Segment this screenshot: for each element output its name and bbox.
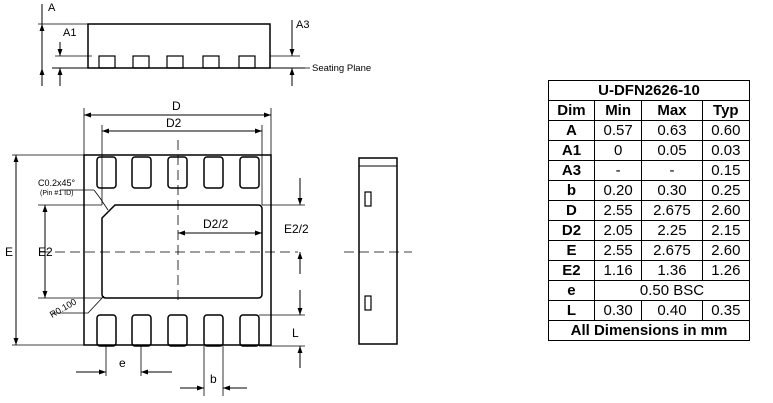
bottom-leads <box>96 314 260 347</box>
dim-cell: A <box>548 120 595 141</box>
dimension-table: U-DFN2626-10 Dim Min Max Typ A 0.57 0.63… <box>548 80 751 341</box>
dim-cell: E <box>548 240 595 261</box>
table-row: E 2.55 2.675 2.60 <box>548 240 751 261</box>
min-cell: 1.16 <box>593 260 643 281</box>
table-row: E2 1.16 1.36 1.26 <box>548 260 751 281</box>
max-cell: 0.30 <box>641 180 703 201</box>
typ-cell: 0.60 <box>701 120 751 141</box>
label-d2-half: D2/2 <box>203 217 229 231</box>
max-cell: 2.675 <box>641 200 703 221</box>
label-lead-width: b <box>210 372 217 386</box>
header-typ: Typ <box>701 100 751 121</box>
min-cell: 0 <box>593 140 643 161</box>
max-cell: 0.05 <box>641 140 703 161</box>
label-d: D <box>172 99 181 113</box>
typ-cell: 0.35 <box>701 300 751 321</box>
header-dim: Dim <box>548 100 595 121</box>
label-pitch: e <box>119 356 126 370</box>
table-row: A3 - - 0.15 <box>548 160 751 181</box>
max-cell: - <box>641 160 703 181</box>
label-a1: A1 <box>63 27 76 39</box>
max-cell: 2.25 <box>641 220 703 241</box>
header-min: Min <box>593 100 643 121</box>
label-d2: D2 <box>166 116 182 130</box>
table-row: A1 0 0.05 0.03 <box>548 140 751 161</box>
bottom-view <box>12 108 305 396</box>
min-cell: 2.05 <box>593 220 643 241</box>
dim-cell: D <box>548 200 595 221</box>
table-row: D 2.55 2.675 2.60 <box>548 200 751 221</box>
typ-cell: 0.25 <box>701 180 751 201</box>
table-header-row: Dim Min Max Typ <box>548 100 751 121</box>
typ-cell: 2.60 <box>701 200 751 221</box>
max-cell: 0.63 <box>641 120 703 141</box>
typ-cell: 2.15 <box>701 220 751 241</box>
min-cell: 0.20 <box>593 180 643 201</box>
label-seating-plane: Seating Plane <box>312 63 371 74</box>
label-radius: R0.100 <box>48 297 78 320</box>
table-footer: All Dimensions in mm <box>548 320 750 341</box>
label-pin1: (Pin #1 ID) <box>40 190 73 197</box>
radius-leader <box>52 295 105 314</box>
min-cell: 0.30 <box>593 300 643 321</box>
label-lead-length: L <box>292 326 299 340</box>
typ-cell: 0.15 <box>701 160 751 181</box>
label-a3: A3 <box>296 19 309 31</box>
side-view <box>38 4 310 86</box>
dim-cell: A1 <box>548 140 595 161</box>
table-row: b 0.20 0.30 0.25 <box>548 180 751 201</box>
side-view-leads <box>98 55 256 69</box>
table-row: A 0.57 0.63 0.60 <box>548 120 751 141</box>
package-body-outline <box>83 154 272 346</box>
min-cell: - <box>593 160 643 181</box>
typ-cell: 2.60 <box>701 240 751 261</box>
label-chamfer: C0.2x45° <box>38 178 76 188</box>
chamfer-leader <box>93 189 109 211</box>
end-view <box>344 157 412 345</box>
dim-cell: b <box>548 180 595 201</box>
table-row: e 0.50 BSC <box>548 280 751 301</box>
dim-cell: E2 <box>548 260 595 281</box>
typ-cell: 1.26 <box>701 260 751 281</box>
label-a: A <box>48 2 56 14</box>
dim-cell: e <box>548 280 595 301</box>
label-e2-half: E2/2 <box>284 222 309 236</box>
max-cell: 1.36 <box>641 260 703 281</box>
top-leads <box>96 156 260 189</box>
table-title: U-DFN2626-10 <box>548 80 750 101</box>
dim-cell: L <box>548 300 595 321</box>
table-row: D2 2.05 2.25 2.15 <box>548 220 751 241</box>
min-cell: 0.57 <box>593 120 643 141</box>
span-cell: 0.50 BSC <box>593 280 751 301</box>
table-row: L 0.30 0.40 0.35 <box>548 300 751 321</box>
header-max: Max <box>641 100 703 121</box>
dim-cell: D2 <box>548 220 595 241</box>
label-e2: E2 <box>38 245 53 259</box>
exposed-pad <box>101 204 263 299</box>
min-cell: 2.55 <box>593 240 643 261</box>
max-cell: 0.40 <box>641 300 703 321</box>
dim-cell: A3 <box>548 160 595 181</box>
typ-cell: 0.03 <box>701 140 751 161</box>
max-cell: 2.675 <box>641 240 703 261</box>
label-e: E <box>5 245 13 259</box>
min-cell: 2.55 <box>593 200 643 221</box>
end-view-body <box>358 157 398 345</box>
